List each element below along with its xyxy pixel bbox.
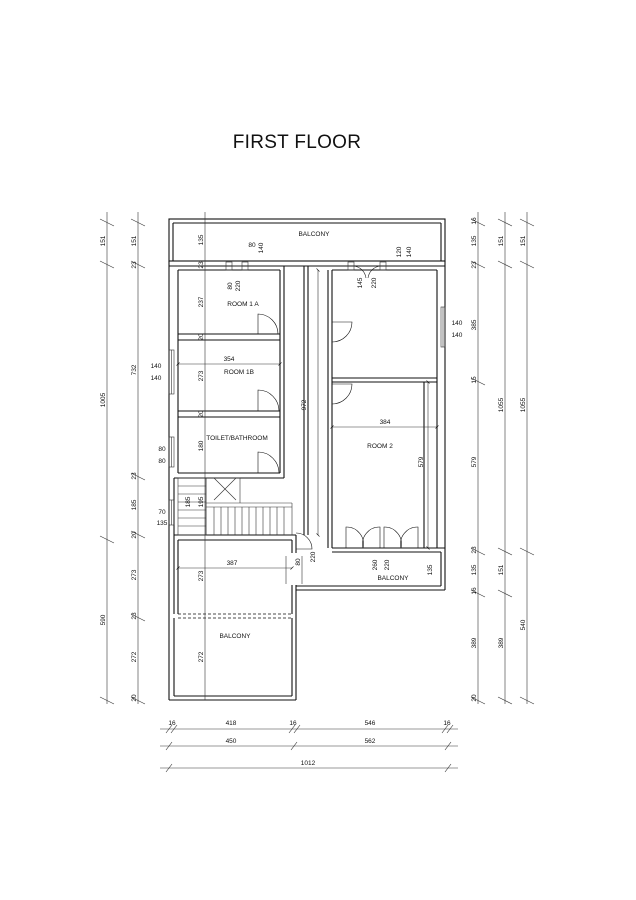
dim-right-inner-20: 20: [471, 694, 478, 702]
dim-door-r2-220: 220: [371, 277, 378, 288]
dim-room2-doors-260: 260: [372, 559, 379, 570]
dim-right-outer-540: 540: [520, 619, 527, 630]
dim-left-outer-151: 151: [100, 235, 107, 246]
dim-detail-20b: 20: [198, 410, 205, 418]
dim-right-inner-23a: 23: [471, 261, 478, 269]
dim-detail-135: 135: [198, 234, 205, 245]
dim-left-inner-273: 273: [131, 569, 138, 580]
dim-left-inner-151: 151: [131, 235, 138, 246]
dim-left-inner-23b: 23: [131, 472, 138, 480]
dim-left-inner-23c: 23: [131, 612, 138, 620]
dim-right-inner-15: 15: [471, 376, 478, 384]
dim-left-outer-590: 590: [100, 614, 107, 625]
dim-right-mid-389: 389: [498, 637, 505, 648]
dim-left-window-stair-top: 70: [158, 509, 166, 516]
dim-bottom-450: 450: [226, 738, 237, 745]
bottom-dimensions: 16 418 16 546 16 450 562 1012: [160, 720, 458, 773]
dim-door-r2-120: 120: [396, 246, 403, 257]
dim-room1b-width: 354: [224, 356, 235, 363]
dim-door-1a-top: 80: [248, 242, 256, 249]
dim-left-inner-185: 185: [131, 499, 138, 510]
dim-balcony-right-h: 135: [427, 564, 434, 575]
dim-left-inner-23a: 23: [131, 261, 138, 269]
right-dimensions: 16 135 23 385 15 579 23 135 16 389 20 15…: [470, 212, 535, 705]
dim-detail-23: 23: [198, 261, 205, 269]
dim-detail-237: 237: [198, 296, 205, 307]
dim-left-window-toilet-bottom: 80: [158, 458, 166, 465]
page-title: FIRST FLOOR: [232, 132, 362, 153]
dim-right-mid-151a: 151: [498, 235, 505, 246]
dim-detail-273a: 273: [198, 370, 205, 381]
windows: [168, 306, 446, 526]
dim-right-window-bottom: 140: [452, 332, 463, 339]
dim-right-inner-135a: 135: [471, 235, 478, 246]
dim-room2-height: 579: [418, 456, 425, 467]
dim-right-inner-16a: 16: [471, 217, 478, 225]
dim-left-window-1b-bottom: 140: [151, 375, 162, 382]
dim-corridor: 972: [301, 399, 308, 410]
dim-door-1a-w: 80: [227, 282, 234, 290]
dim-right-outer-151: 151: [520, 235, 527, 246]
dim-bottom-16c: 16: [443, 720, 451, 727]
room-label-room-1b: ROOM 1B: [224, 369, 254, 376]
dim-left-window-toilet-top: 80: [158, 446, 166, 453]
dim-room2-width: 384: [380, 419, 391, 426]
room-label-balcony-right: BALCONY: [377, 575, 409, 582]
dim-stair-185: 185: [185, 496, 192, 507]
doors: [225, 261, 419, 584]
dim-left-window-1b-top: 140: [151, 363, 162, 370]
dim-stair-gap: 387: [227, 560, 238, 567]
dim-left-outer-1005: 1005: [100, 392, 107, 407]
dim-bottom-16a: 16: [168, 720, 176, 727]
dim-detail-180: 180: [198, 440, 205, 451]
dim-stair-door-220: 220: [310, 551, 317, 562]
dim-right-window-top: 140: [452, 320, 463, 327]
dim-right-inner-16b: 16: [471, 587, 478, 595]
dim-stair-195: 195: [198, 496, 205, 507]
room-labels: BALCONY ROOM 1 A ROOM 1B TOILET/BATHROOM…: [206, 231, 409, 640]
dim-stair-door-80: 80: [295, 558, 302, 566]
dim-detail-273b: 273: [198, 570, 205, 581]
dim-left-inner-20b: 20: [131, 694, 138, 702]
dim-room2-doors-220: 220: [384, 559, 391, 570]
detail-dimensions: 135 23 237 20 273 20 180 273 272: [198, 212, 206, 700]
interior-dimensions: 354 384 387 579 972 135 80 140 220 80 14…: [151, 242, 463, 575]
room-label-toilet: TOILET/BATHROOM: [206, 435, 268, 442]
walls: [168, 218, 446, 701]
dim-door-1a-h: 220: [235, 280, 242, 291]
dim-left-inner-272: 272: [131, 651, 138, 662]
room-label-room-1a: ROOM 1 A: [227, 301, 259, 308]
dim-detail-20a: 20: [198, 333, 205, 341]
dim-left-window-stair-bottom: 135: [157, 520, 168, 527]
staircase: [177, 477, 293, 536]
dim-detail-272: 272: [198, 651, 205, 662]
dim-right-outer-1055: 1055: [520, 397, 527, 412]
dim-right-inner-579: 579: [471, 456, 478, 467]
room-label-room-2: ROOM 2: [367, 443, 393, 450]
room-label-balcony-top: BALCONY: [298, 231, 330, 238]
dim-right-mid-151b: 151: [498, 564, 505, 575]
room-label-balcony-bottom: BALCONY: [219, 633, 251, 640]
dim-left-inner-732: 732: [131, 364, 138, 375]
dim-door-r2-140: 140: [406, 246, 413, 257]
dim-right-inner-389: 389: [471, 637, 478, 648]
dim-bottom-418: 418: [226, 720, 237, 727]
dim-right-inner-135b: 135: [471, 564, 478, 575]
dim-bottom-562: 562: [365, 738, 376, 745]
dim-right-mid-1055: 1055: [498, 397, 505, 412]
dim-right-inner-23b: 23: [471, 546, 478, 554]
dim-door-1a-a: 140: [258, 242, 265, 253]
dim-bottom-1012: 1012: [301, 760, 316, 767]
dim-bottom-16b: 16: [289, 720, 297, 727]
dim-bottom-546: 546: [365, 720, 376, 727]
dim-door-r2-145: 145: [357, 277, 364, 288]
dim-right-inner-385: 385: [471, 319, 478, 330]
left-dimensions: 151 1005 590 151 23 732 23 185 20 273 23…: [99, 212, 146, 705]
dim-left-inner-20a: 20: [131, 531, 138, 539]
